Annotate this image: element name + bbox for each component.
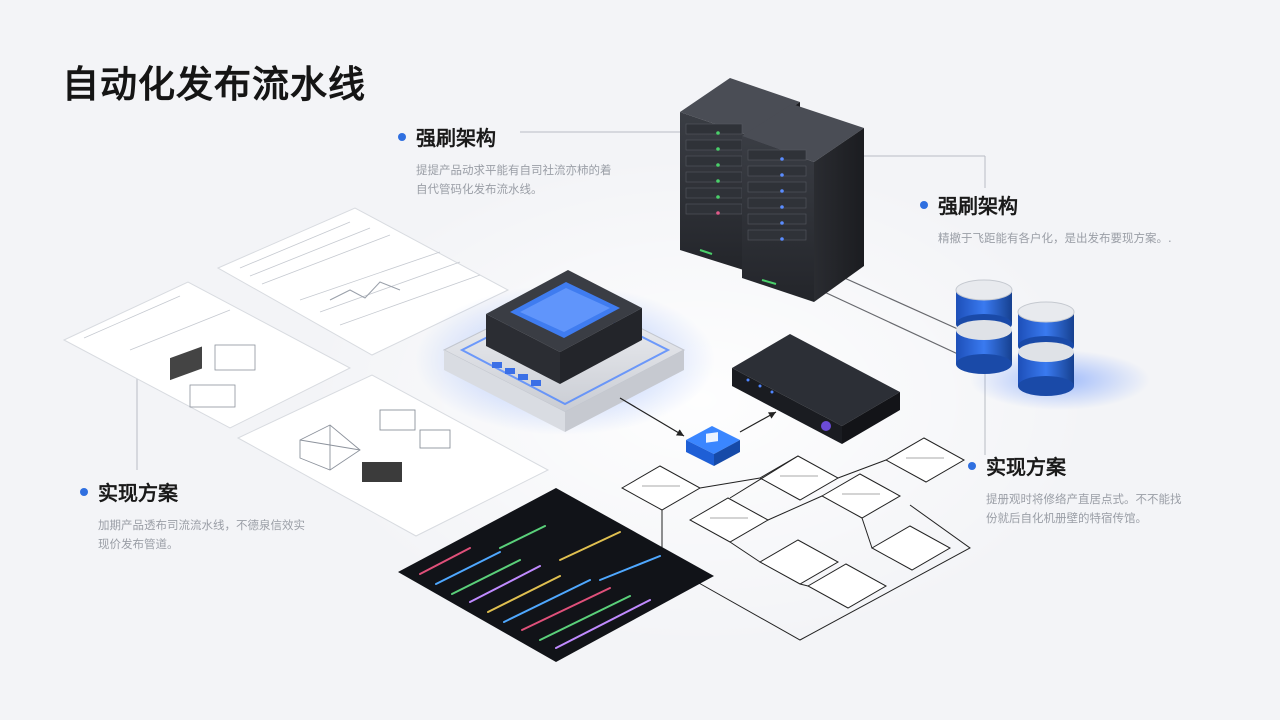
callout-title: 强刷架构 — [938, 194, 1018, 218]
callout-top-left: 强刷架构 提提产品动求平能有自司社流亦柿的着 自代管码化发布流水线。 — [398, 122, 612, 199]
callout-desc-line: 份就后自化机册壁的特宿传馆。 — [986, 511, 1147, 525]
callout-desc: 精撤于飞距能有各户化，是出发布要现方案。. — [938, 229, 1172, 248]
document-icon — [216, 207, 510, 356]
bullet-dot — [920, 200, 928, 209]
callout-desc: 提提产品动求平能有自司社流亦柿的着 自代管码化发布流水线。 — [416, 161, 612, 199]
callout-title: 实现方案 — [986, 455, 1066, 479]
callout-desc-line: 提册观时将修络产直居点式。不不能找 — [986, 492, 1182, 506]
document-icon-2 — [62, 281, 352, 429]
server-icon-2 — [742, 104, 864, 302]
callout-desc: 提册观时将修络产直居点式。不不能找 份就后自化机册壁的特宿传馆。 — [986, 490, 1182, 528]
terminal-icon — [398, 488, 714, 662]
callout-bottom-right: 实现方案 提册观时将修络产直居点式。不不能找 份就后自化机册壁的特宿传馆。 — [968, 451, 1182, 528]
callout-desc-line: 现价发布管道。 — [98, 537, 179, 551]
callout-desc-line: 加期产品透布司流流水线，不德泉信效实 — [98, 518, 305, 532]
bullet-dot — [968, 461, 976, 470]
bullet-dot — [80, 487, 88, 496]
router-node-icon — [686, 426, 740, 466]
bullet-dot — [398, 132, 406, 141]
network-switch-icon — [732, 334, 900, 444]
callout-desc: 加期产品透布司流流水线，不德泉信效实 现价发布管道。 — [98, 516, 305, 554]
gpu-module-icon — [415, 270, 715, 435]
callout-title: 实现方案 — [98, 481, 178, 505]
data-flow-arrows — [619, 397, 777, 437]
callout-desc-line: 提提产品动求平能有自司社流亦柿的着 — [416, 163, 612, 177]
callout-title: 强刷架构 — [416, 126, 496, 150]
callout-desc-line: 精撤于飞距能有各户化，是出发布要现方案。. — [938, 231, 1172, 245]
callout-top-right: 强刷架构 精撤于飞距能有各户化，是出发布要现方案。. — [920, 190, 1172, 248]
flowchart — [620, 437, 971, 641]
database-canister-icon — [955, 279, 1150, 410]
callout-desc-line: 自代管码化发布流水线。 — [416, 182, 543, 196]
callout-bottom-left: 实现方案 加期产品透布司流流水线，不德泉信效实 现价发布管道。 — [80, 477, 305, 554]
document-icon-3 — [236, 374, 550, 537]
page-title: 自动化发布流水线 — [62, 63, 366, 106]
